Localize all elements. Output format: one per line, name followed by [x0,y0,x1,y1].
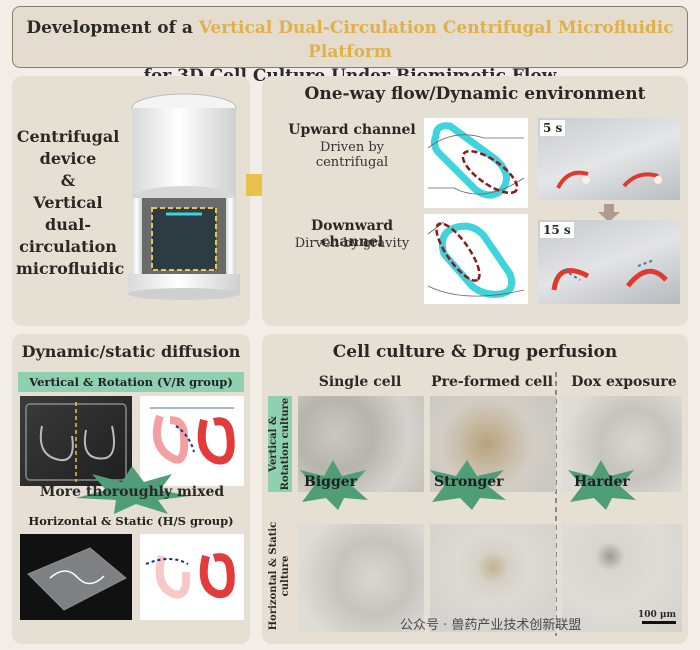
star-label-harder: Harder [574,474,630,490]
star-label-stronger: Stronger [434,474,504,490]
hs-mixing-drawing [145,553,235,599]
column-header-preformed-cell: Pre-formed cell [431,374,553,390]
down-arrow-icon [598,204,620,222]
row-label-hs: Horizontal & Static culture [268,521,291,631]
title-prefix: Development of a [26,18,199,38]
star-harder-icon [568,460,636,510]
flow-photo-15s: 15 s [538,220,680,304]
device-panel: Centrifugal device & Vertical dual- circ… [12,76,250,326]
hs-chip-photo [20,534,132,620]
column-header-dox-exposure: Dox exposure [571,374,677,390]
device-text: Centrifugal device & Vertical dual- circ… [16,126,125,280]
title-banner: Development of a Vertical Dual-Circulati… [12,6,688,86]
device-text-line: device [39,149,97,168]
downward-channel-subtitle: Dirven by gravity [294,236,410,251]
star-label-bigger: Bigger [304,474,358,490]
vr-mixing-diagram [140,396,244,486]
device-text-line: Centrifugal [16,127,120,146]
time-label-15s: 15 s [540,222,574,238]
culture-panel-title: Cell culture & Drug perfusion [332,342,618,362]
column-header-single-cell: Single cell [318,374,402,390]
time-label-5s: 5 s [540,120,566,136]
vr-chip-photo [20,396,132,486]
column-divider [555,372,557,636]
device-text-line: & [60,171,76,190]
micrograph-hs-dox: 100 μm [562,524,682,632]
upward-channel-title: Upward channel [288,122,416,138]
title-line-1: Development of a Vertical Dual-Circulati… [13,16,687,64]
hs-group-label: Horizontal & Static (H/S group) [28,514,234,528]
device-text-line: circulation [19,237,117,256]
star-stronger-icon [430,460,506,510]
flow-photo-15s-drawing [551,259,668,291]
vr-group-label: Vertical & Rotation (V/R group) [18,372,244,392]
vr-chip-drawing [25,402,127,482]
scale-bar-label: 100 μm [637,610,676,620]
flow-panel: One-way flow/Dynamic environment Upward … [262,76,688,326]
centrifugal-device-illustration [128,93,240,300]
hs-chip-drawing [27,547,127,611]
culture-panel: Cell culture & Drug perfusion Single cel… [262,334,688,644]
upward-channel-subtitle: Driven by centrifugal [315,140,389,170]
title-highlight: Vertical Dual-Circulation Centrifugal Mi… [198,18,674,62]
flow-photo-5s: 5 s [538,118,680,200]
upward-channel-diagram [424,118,528,208]
micrograph-hs-preformed [430,524,556,632]
downward-channel-title: Downward channel [311,218,393,250]
diffusion-panel: Dynamic/static diffusion Vertical & Rota… [12,334,250,644]
flow-photo-5s-drawing [556,170,662,189]
star-bigger-icon [300,460,368,510]
diffusion-panel-title: Dynamic/static diffusion [21,342,241,361]
row-label-hs-box: Horizontal & Static culture [268,518,292,634]
micrograph-hs-single [298,524,424,632]
vr-mixing-drawing [150,407,235,465]
row-label-vr: Vertical & Rotation culture [268,397,291,491]
flow-panel-title: One-way flow/Dynamic environment [304,84,646,104]
device-text-line: microfluidic [16,259,125,278]
mixed-label: More thoroughly mixed [39,484,225,500]
star-burst-icon [76,466,190,514]
device-text-line: Vertical dual- [33,193,103,234]
downward-channel-diagram [424,214,528,304]
scale-bar [642,621,676,624]
row-label-vr-box: Vertical & Rotation culture [268,396,292,492]
hs-mixing-diagram [140,534,244,620]
watermark: 公众号 · 兽药产业技术创新联盟 [400,618,582,633]
